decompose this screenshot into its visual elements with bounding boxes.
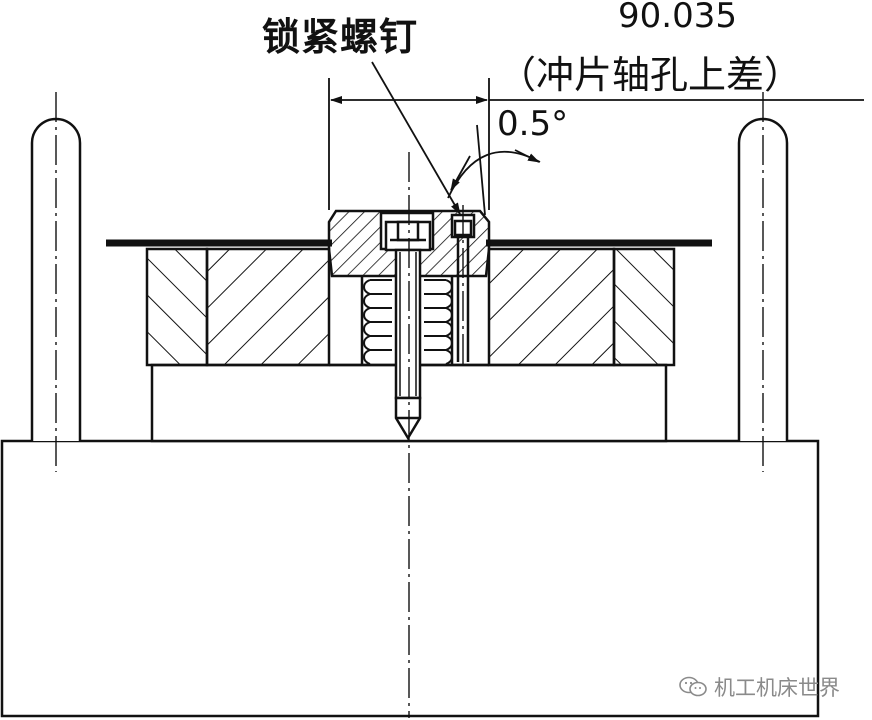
spring-right (424, 279, 453, 365)
die-left-outer (145, 247, 209, 367)
dimension-value: 90.035 (618, 0, 737, 36)
angle-label: 0.5° (497, 104, 569, 144)
die-right-outer (612, 247, 676, 367)
locking-screw-large (384, 220, 432, 441)
dimension-note: （冲片轴孔上差） (498, 53, 803, 97)
angle-arc (447, 150, 541, 199)
locking-screw-label: 锁紧螺钉 (262, 15, 419, 59)
die-left-inner (205, 247, 331, 367)
screw-leader-line (371, 61, 461, 215)
spring-left (363, 279, 392, 365)
watermark: 机工机床世界 (678, 672, 840, 702)
base-plate (0, 439, 820, 718)
watermark-text: 机工机床世界 (714, 676, 840, 700)
wechat-icon (679, 676, 707, 697)
die-right-inner (487, 247, 616, 367)
taper-reference-line (476, 124, 486, 216)
